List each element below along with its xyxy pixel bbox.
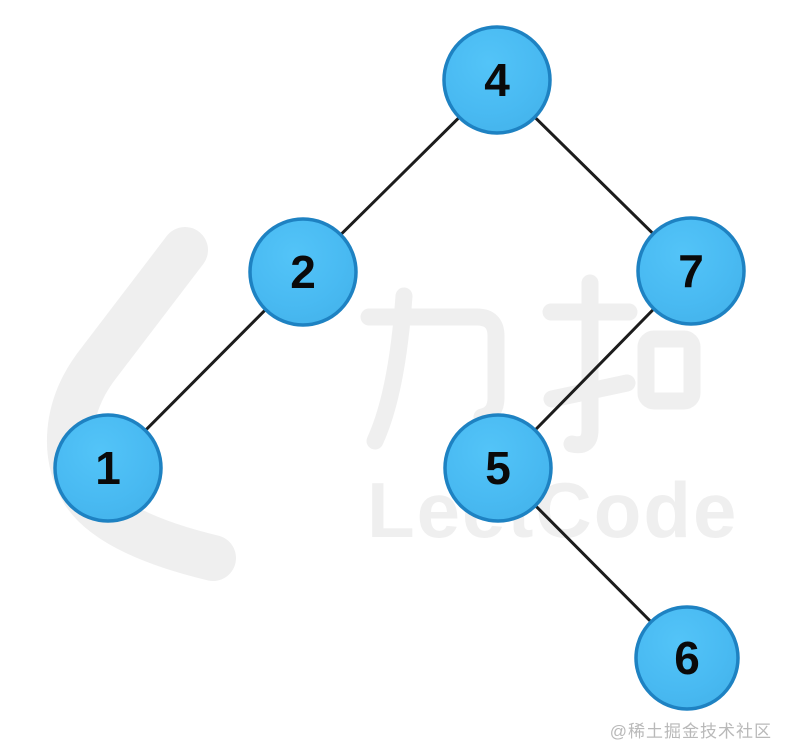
node-label-2: 2 <box>290 246 316 298</box>
caption: @稀土掘金技术社区 <box>609 722 772 741</box>
cn-kou-stroke-rise <box>543 374 636 408</box>
cn-li-stroke-hengzhegou <box>360 308 505 426</box>
tree-node-1: 1 <box>53 413 163 523</box>
node-label-6: 6 <box>674 632 700 684</box>
tree-nodes: 4 2 7 1 5 6 <box>53 25 746 711</box>
tree-node-7: 7 <box>636 216 746 326</box>
node-circle-5 <box>443 413 553 523</box>
node-label-1: 1 <box>95 442 121 494</box>
watermark-cn-strokes <box>360 274 701 454</box>
node-label-7: 7 <box>678 245 704 297</box>
node-circle-2 <box>248 217 358 327</box>
node-circle-6 <box>634 605 740 711</box>
node-circle-7 <box>636 216 746 326</box>
cn-kou-stroke-vertical-hook <box>563 274 599 454</box>
node-circle-1 <box>53 413 163 523</box>
tree-node-5: 5 <box>443 413 553 523</box>
node-label-5: 5 <box>485 442 511 494</box>
node-label-4: 4 <box>484 54 510 106</box>
node-circle-4 <box>442 25 552 135</box>
cn-kou-mouth-box <box>637 330 701 410</box>
tree-node-6: 6 <box>634 605 740 711</box>
tree-node-2: 2 <box>248 217 358 327</box>
tree-node-4: 4 <box>442 25 552 135</box>
watermark-leetcode-text: LeetCode <box>367 466 738 554</box>
